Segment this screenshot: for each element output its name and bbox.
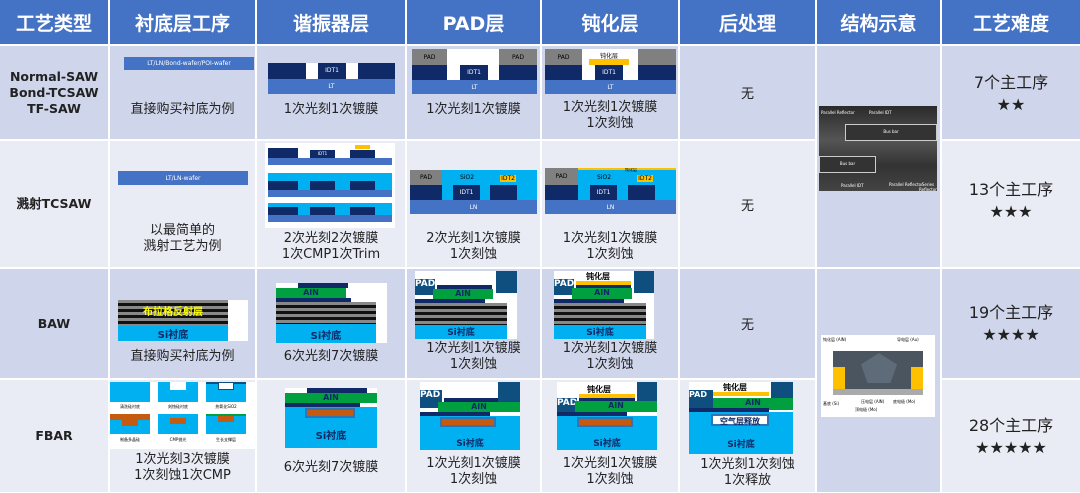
- fbar-release-diagram: PAD 钝化层 AlN Si衬底 空气层释放: [689, 382, 793, 454]
- passivation-text: 1次光刻1次镀膜 1次刻蚀: [562, 100, 658, 131]
- row4-type: FBAR: [0, 380, 108, 492]
- row3-pad: PAD AlN Si衬底 1次光刻1次镀膜 1次刻蚀: [407, 269, 540, 378]
- row4-substrate: 清洗硅衬底 刻蚀硅衬底 热氧化SiO2 制备多晶硅 CMP抛光 生长支撑层 1次…: [110, 380, 255, 492]
- row4-pad: PAD AlN Si衬底 1次光刻1次镀膜 1次刻蚀: [407, 380, 540, 492]
- passivation-text: 1次光刻1次镀膜 1次刻蚀: [562, 231, 658, 262]
- row3-type: BAW: [0, 269, 108, 378]
- row1-resonator: IDT1 LT 1次光刻1次镀膜: [257, 46, 405, 139]
- row3-substrate: 布拉格反射层 Si衬底 直接购买衬底为例: [110, 269, 255, 378]
- resonator-text: 6次光刻7次镀膜: [283, 460, 379, 475]
- wafer-diagram: LT/LN-wafer: [118, 171, 248, 185]
- pad-text: 2次光刻1次镀膜 1次刻蚀: [426, 231, 521, 262]
- row1-difficulty: 7个主工序 ★★: [942, 46, 1080, 139]
- post-text: 1次光刻1次刻蚀 1次释放: [700, 457, 795, 488]
- pad-text: 1次光刻1次镀膜: [426, 102, 521, 117]
- row4-post: PAD 钝化层 AlN Si衬底 空气层释放 1次光刻1次刻蚀 1次释放: [680, 380, 815, 492]
- header-substrate: 衬底层工序: [110, 0, 255, 44]
- row2-type: 溅射TCSAW: [0, 141, 108, 267]
- pad-diagram: PAD SiO2 IDT2 IDT1 LN: [410, 170, 537, 214]
- header-pad: PAD层: [407, 0, 540, 44]
- fbar-3d-image: 钝化层 (AlN) 导电层 (Au) 基底 (Si) 压电层 (AlN) 底电极…: [821, 335, 935, 417]
- baw-passivation-diagram: PAD 钝化层 AlN Si衬底: [554, 271, 654, 339]
- pad-text: 1次光刻1次镀膜 1次刻蚀: [426, 456, 521, 487]
- row1-type: Normal-SAW Bond-TCSAW TF-SAW: [0, 46, 108, 139]
- pad-text: 1次光刻1次镀膜 1次刻蚀: [426, 341, 521, 372]
- structure-saw: Bus bar Bus bar Parallel Reflector Paral…: [817, 46, 940, 267]
- header-structure: 结构示意: [817, 0, 940, 44]
- row2-post: 无: [680, 141, 815, 267]
- row2-passivation: 钝化层 PAD SiO2 IDT2 IDT1 LN 1次光刻1次镀膜 1次刻蚀: [542, 141, 678, 267]
- passivation-text: 1次光刻1次镀膜 1次刻蚀: [562, 456, 658, 487]
- star-rating: ★★★: [989, 202, 1033, 221]
- fbar-substrate-steps: 清洗硅衬底 刻蚀硅衬底 热氧化SiO2 制备多晶硅 CMP抛光 生长支撑层: [110, 382, 255, 449]
- structure-fbar: 钝化层 (AlN) 导电层 (Au) 基底 (Si) 压电层 (AlN) 底电极…: [817, 269, 940, 492]
- substrate-text: 1次光刻3次镀膜 1次刻蚀1次CMP: [134, 452, 231, 483]
- tcsaw-steps-diagram: IDT1: [265, 143, 395, 228]
- fbar-resonator-diagram: AlN Si衬底: [285, 388, 377, 448]
- fbar-pad-diagram: PAD AlN Si衬底: [420, 382, 520, 450]
- resonator-text: 1次光刻1次镀膜: [283, 102, 379, 117]
- header-process-type: 工艺类型: [0, 0, 108, 44]
- baw-resonator-diagram: AlN Si衬底: [276, 283, 387, 343]
- header-passivation: 钝化层: [542, 0, 678, 44]
- star-rating: ★★★★: [982, 325, 1040, 344]
- saw-sem-image: Bus bar Bus bar Parallel Reflector Paral…: [819, 106, 937, 191]
- star-rating: ★★: [996, 95, 1026, 114]
- row2-substrate: LT/LN-wafer 以最简单的 溅射工艺为例: [110, 141, 255, 267]
- row4-resonator: AlN Si衬底 6次光刻7次镀膜: [257, 380, 405, 492]
- row3-passivation: PAD 钝化层 AlN Si衬底 1次光刻1次镀膜 1次刻蚀: [542, 269, 678, 378]
- row4-difficulty: 28个主工序 ★★★★★: [942, 380, 1080, 492]
- idt-diagram: IDT1 LT: [268, 63, 395, 94]
- passivation-text: 1次光刻1次镀膜 1次刻蚀: [562, 341, 658, 372]
- row2-difficulty: 13个主工序 ★★★: [942, 141, 1080, 267]
- wafer-diagram: LT/LN/Bond-wafer/POI-wafer: [124, 57, 254, 70]
- row3-resonator: AlN Si衬底 6次光刻7次镀膜: [257, 269, 405, 378]
- resonator-text: 2次光刻2次镀膜 1次CMP1次Trim: [281, 231, 381, 262]
- row2-resonator: IDT1 2次光刻2次镀膜 1次CMP1次Trim: [257, 141, 405, 267]
- passivation-diagram: PAD 钝化层 IDT1 LT: [545, 49, 676, 94]
- row1-passivation: PAD 钝化层 IDT1 LT 1次光刻1次镀膜 1次刻蚀: [542, 46, 678, 139]
- header-resonator: 谐振器层: [257, 0, 405, 44]
- fbar-passivation-diagram: PAD 钝化层 AlN Si衬底: [557, 382, 657, 450]
- bragg-diagram: 布拉格反射层 Si衬底: [118, 300, 248, 341]
- passivation-diagram: 钝化层 PAD SiO2 IDT2 IDT1 LN: [545, 168, 676, 214]
- row1-post: 无: [680, 46, 815, 139]
- row2-pad: PAD SiO2 IDT2 IDT1 LN 2次光刻1次镀膜 1次刻蚀: [407, 141, 540, 267]
- substrate-text: 以最简单的 溅射工艺为例: [143, 223, 222, 254]
- header-post-process: 后处理: [680, 0, 815, 44]
- row3-post: 无: [680, 269, 815, 378]
- substrate-text: 直接购买衬底为例: [130, 102, 235, 117]
- substrate-text: 直接购买衬底为例: [130, 349, 235, 364]
- header-difficulty: 工艺难度: [942, 0, 1080, 44]
- row1-pad: PAD PAD IDT1 LT 1次光刻1次镀膜: [407, 46, 540, 139]
- pad-diagram: PAD PAD IDT1 LT: [412, 49, 537, 94]
- baw-pad-diagram: PAD AlN Si衬底: [415, 271, 517, 339]
- star-rating: ★★★★★: [975, 438, 1047, 457]
- resonator-text: 6次光刻7次镀膜: [283, 349, 379, 364]
- row4-passivation: PAD 钝化层 AlN Si衬底 1次光刻1次镀膜 1次刻蚀: [542, 380, 678, 492]
- row1-substrate: LT/LN/Bond-wafer/POI-wafer 直接购买衬底为例: [110, 46, 255, 139]
- row3-difficulty: 19个主工序 ★★★★: [942, 269, 1080, 378]
